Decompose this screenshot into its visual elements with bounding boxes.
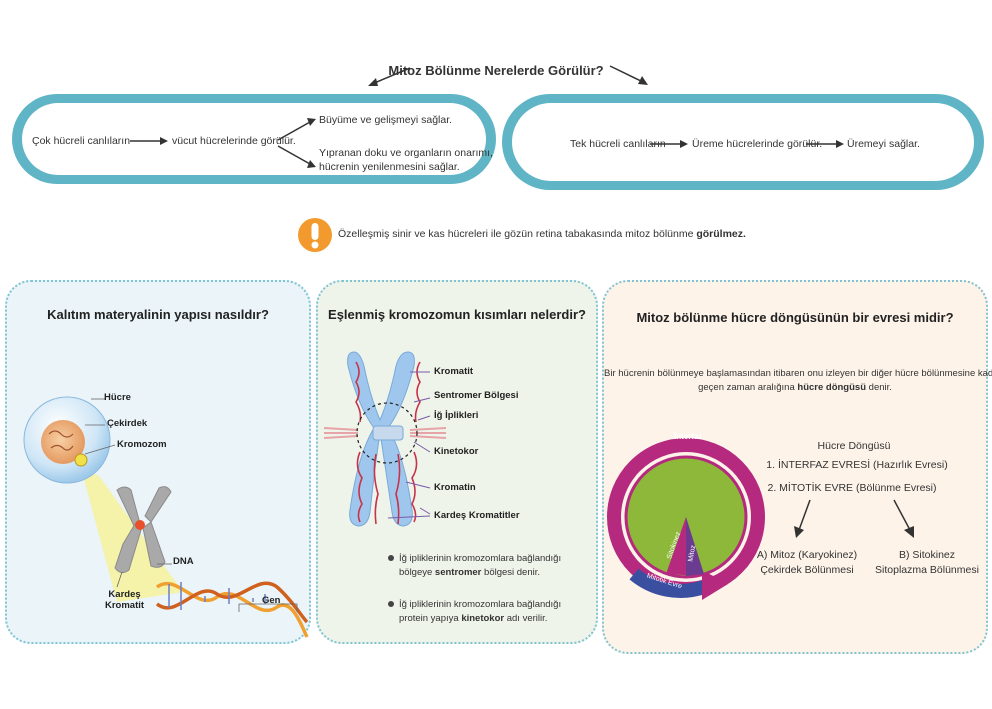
growth-text: Büyüme ve gelişmeyi sağlar. xyxy=(319,114,453,126)
panel-title: Kalıtım materyalinin yapısı nasıldır? xyxy=(47,307,269,322)
cycle-title: Hücre Döngüsü xyxy=(817,440,891,452)
arrow-left-icon xyxy=(368,67,411,86)
label-ig-iplikleri: İğ İplikleri xyxy=(434,410,479,421)
note-text: Özelleşmiş sinir ve kas hücreleri ile gö… xyxy=(338,228,746,240)
chromosome-diagram xyxy=(323,351,447,527)
label-kinetokor: Kinetokor xyxy=(434,446,479,457)
kinetokor-bullet: İğ ipliklerinin kromozomlara bağlandığı … xyxy=(388,598,561,626)
arrow-right-icon xyxy=(130,137,168,145)
exclamation-icon xyxy=(298,218,332,252)
mitoz-branch: A) Mitoz (Karyokinez)Çekirdek Bölünmesi xyxy=(756,549,858,576)
arrow-right-icon xyxy=(609,65,648,85)
pill-target-text: vücut hücrelerinde görülür. xyxy=(172,135,296,147)
heredity-panel: Kalıtım materyalinin yapısı nasıldır? xyxy=(5,280,311,644)
cell-cycle-panel: Mitoz bölünme hücre döngüsünün bir evres… xyxy=(602,280,992,654)
label-kromatin: Kromatin xyxy=(434,482,476,493)
panel-title: Eşlenmiş kromozomun kısımları nelerdir? xyxy=(328,307,586,322)
label-sentromer: Sentromer Bölgesi xyxy=(434,390,519,401)
chromosome-panel: Eşlenmiş kromozomun kısımları nelerdir? xyxy=(316,280,598,644)
label-kromatit: Kromatit xyxy=(434,366,474,377)
label-interfaz: İnterfaz xyxy=(674,432,703,441)
label-kromozom: Kromozom xyxy=(117,439,167,450)
label-dna: DNA xyxy=(173,556,194,567)
label-gen: Gen xyxy=(262,595,281,606)
sentromer-bullet: İğ ipliklerinin kromozomlara bağlandığı … xyxy=(388,552,561,580)
cycle-step-1: 1. İNTERFAZ EVRESİ (Hazırlık Evresi) xyxy=(766,459,948,471)
pill-source-text: Tek hücreli canlıların xyxy=(570,138,666,150)
page-title: Mitoz Bölünme Nerelerde Görülür? xyxy=(388,63,604,78)
branch-arrows-icon xyxy=(277,118,316,168)
cycle-step-2: 2. MİTOTİK EVRE (Bölünme Evresi) xyxy=(767,482,937,494)
repair-text-1: Yıpranan doku ve organların onarımı, xyxy=(319,147,493,159)
unicellular-pill: Tek hücreli canlıların Üreme hücrelerind… xyxy=(502,94,984,190)
cycle-definition-1: Bir hücrenin bölünmeye başlamasından iti… xyxy=(604,368,992,379)
cycle-definition-2: geçen zaman aralığına hücre döngüsü deni… xyxy=(698,382,892,393)
repair-text-2: hücrenin yenilenmesini sağlar. xyxy=(319,161,460,173)
cell-cycle-diagram xyxy=(607,438,914,600)
heredity-diagram xyxy=(23,396,309,638)
reproduction-text: Üremeyi sağlar. xyxy=(847,138,920,150)
arrow-right-icon xyxy=(650,140,688,148)
label-cekirdek: Çekirdek xyxy=(107,418,148,429)
panel-title: Mitoz bölünme hücre döngüsünün bir evres… xyxy=(636,310,954,325)
multicellular-pill: Çok hücreli canlıların vücut hücrelerind… xyxy=(12,94,496,184)
pill-source-text: Çok hücreli canlıların xyxy=(32,135,131,147)
pill-target-text: Üreme hücrelerinde görülür. xyxy=(692,138,823,150)
arrow-right-icon xyxy=(806,140,844,148)
label-kardes-kromatitler: Kardeş Kromatitler xyxy=(434,510,520,521)
label-hucre: Hücre xyxy=(104,392,131,403)
